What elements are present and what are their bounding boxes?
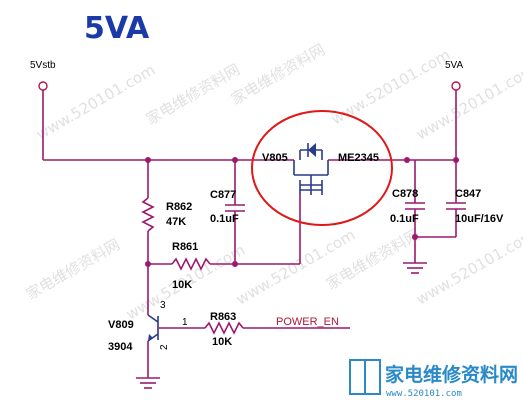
- capacitor-c877: [225, 160, 245, 264]
- mosfet-part: ME2345: [338, 152, 379, 164]
- resistor-r862: [141, 160, 155, 264]
- watermark-text: 家电维修资料网: [23, 235, 123, 303]
- junction-dot: [404, 157, 410, 163]
- watermark-layer: www.520101.com 家电维修资料网 家电维修资料网 www.52010…: [23, 40, 523, 323]
- logo-url: www.520101.com: [386, 389, 462, 399]
- c878-value: 0.1uF: [390, 213, 419, 225]
- logo-text: 家电维修资料网: [385, 363, 518, 386]
- transistor-v809: [147, 264, 205, 378]
- page-title: 5VA: [84, 11, 150, 46]
- input-terminal: [38, 81, 48, 91]
- r861-value: 10K: [172, 279, 192, 291]
- watermark-text: www.520101.com: [413, 226, 523, 309]
- c877-ref: C877: [210, 189, 236, 201]
- input-rail-label: 5Vstb: [30, 60, 56, 71]
- capacitor-c847: [415, 160, 466, 238]
- highlight-circle: [251, 110, 393, 226]
- c878-ref: C878: [392, 188, 418, 200]
- v809-pin-base: 1: [182, 317, 188, 328]
- ground-icon: [403, 260, 427, 274]
- mosfet-v805: [293, 143, 329, 264]
- v809-ref: V809: [108, 319, 134, 331]
- output-terminal: [451, 81, 461, 91]
- capacitor-c878: [405, 160, 425, 260]
- ground-icon: [136, 377, 160, 389]
- output-rail-label: 5VA: [445, 60, 463, 71]
- resistor-r863: [204, 321, 350, 335]
- c847-ref: C847: [455, 188, 481, 200]
- watermark-text: 家电维修资料网: [228, 40, 328, 108]
- r862-ref: R862: [166, 201, 192, 213]
- mosfet-ref: V805: [262, 152, 288, 164]
- v809-pin-collector: 3: [160, 300, 166, 311]
- watermark-text: www.520101.com: [233, 226, 358, 309]
- resistor-r861: [148, 257, 300, 271]
- watermark-text: www.520101.com: [33, 61, 158, 144]
- v809-part: 3904: [108, 341, 133, 353]
- emitter-arrow-icon: [148, 334, 153, 341]
- v809-pin-emitter: 2: [159, 344, 170, 350]
- power-en-net-label: POWER_EN: [276, 316, 339, 328]
- c877-value: 0.1uF: [210, 213, 239, 225]
- c847-value: 10uF/16V: [455, 213, 504, 225]
- r862-value: 47K: [166, 216, 186, 228]
- r861-ref: R861: [172, 241, 198, 253]
- r863-value: 10K: [212, 336, 232, 348]
- site-logo: 家电维修资料网 www.520101.com: [349, 359, 518, 399]
- r863-ref: R863: [210, 311, 236, 323]
